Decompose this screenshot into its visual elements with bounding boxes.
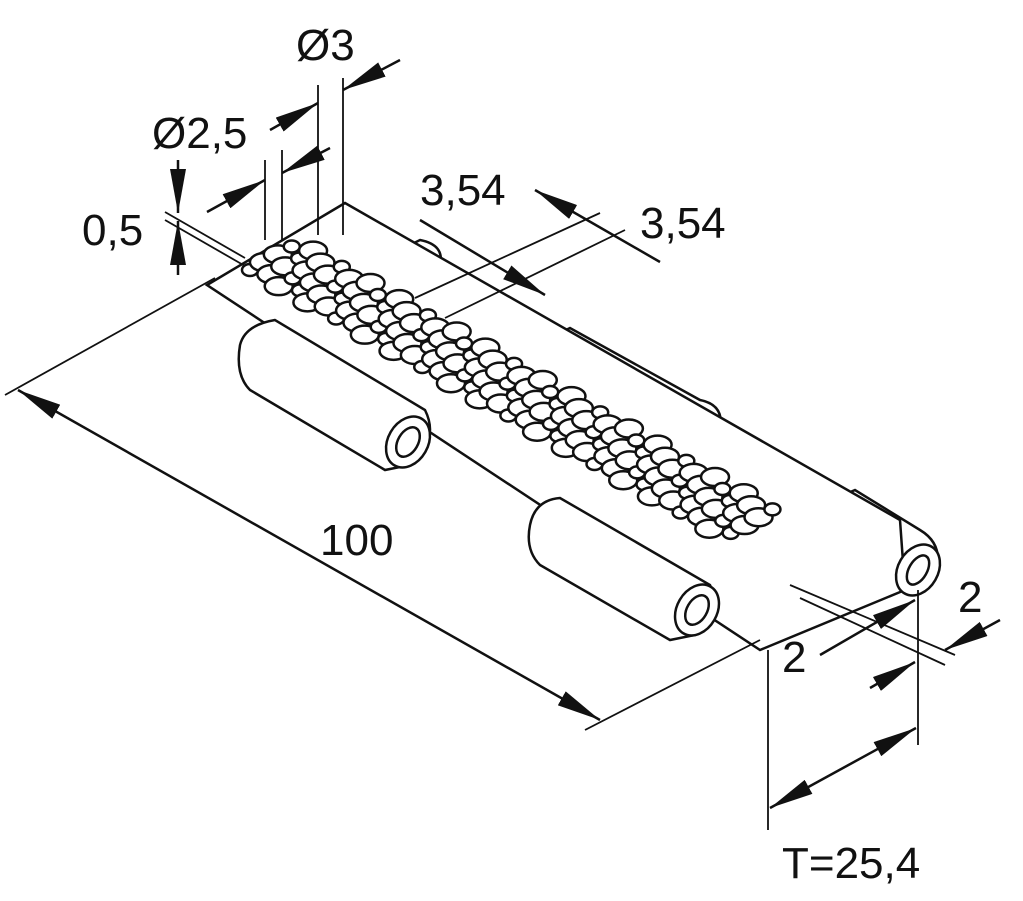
perforation-hole [627,433,646,448]
thickness-label: 0,5 [82,206,143,255]
extension-line [584,639,761,731]
edge-dimension-arrow [944,618,1001,652]
perforation-hole [713,481,732,497]
extension-line [4,277,216,396]
hinge-body [204,201,942,652]
large-hole-dimension-arrow [269,101,319,132]
edge-label-a: 2 [782,633,806,682]
pitch-label-b: 3,54 [640,199,726,248]
small-hole-dimension-arrow [206,178,266,214]
pitch-dimension-line-a [419,218,546,297]
perforation-hole [540,384,560,400]
large-hole-label: Ø3 [296,21,355,70]
perforation-hole [763,502,782,517]
small-hole-dimension-arrow [281,145,331,175]
pitch-dimension-line-b [534,188,661,264]
large-hole-dimension-arrow [342,58,401,92]
edge-dimension-arrow [819,598,916,657]
perforation-hole [454,336,474,351]
small-hole-label: Ø2,5 [152,109,247,158]
pitch-label-a: 3,54 [420,166,506,215]
knuckle-ring-3-inner [905,554,931,586]
knuckle-ring-2-inner [683,594,711,626]
perforation-hole [368,287,388,303]
extension-line [789,584,956,656]
length-dimension-line [17,388,601,722]
extension-line [799,597,946,666]
extension-line [164,211,246,259]
length-label: 100 [320,516,393,565]
width-dimension-line [769,726,917,810]
edge-dimension-arrow [869,660,916,691]
extension-line [414,212,601,299]
width-label: T=25,4 [782,839,920,888]
perforation-hole [282,239,302,254]
edge-label-b: 2 [958,573,982,622]
